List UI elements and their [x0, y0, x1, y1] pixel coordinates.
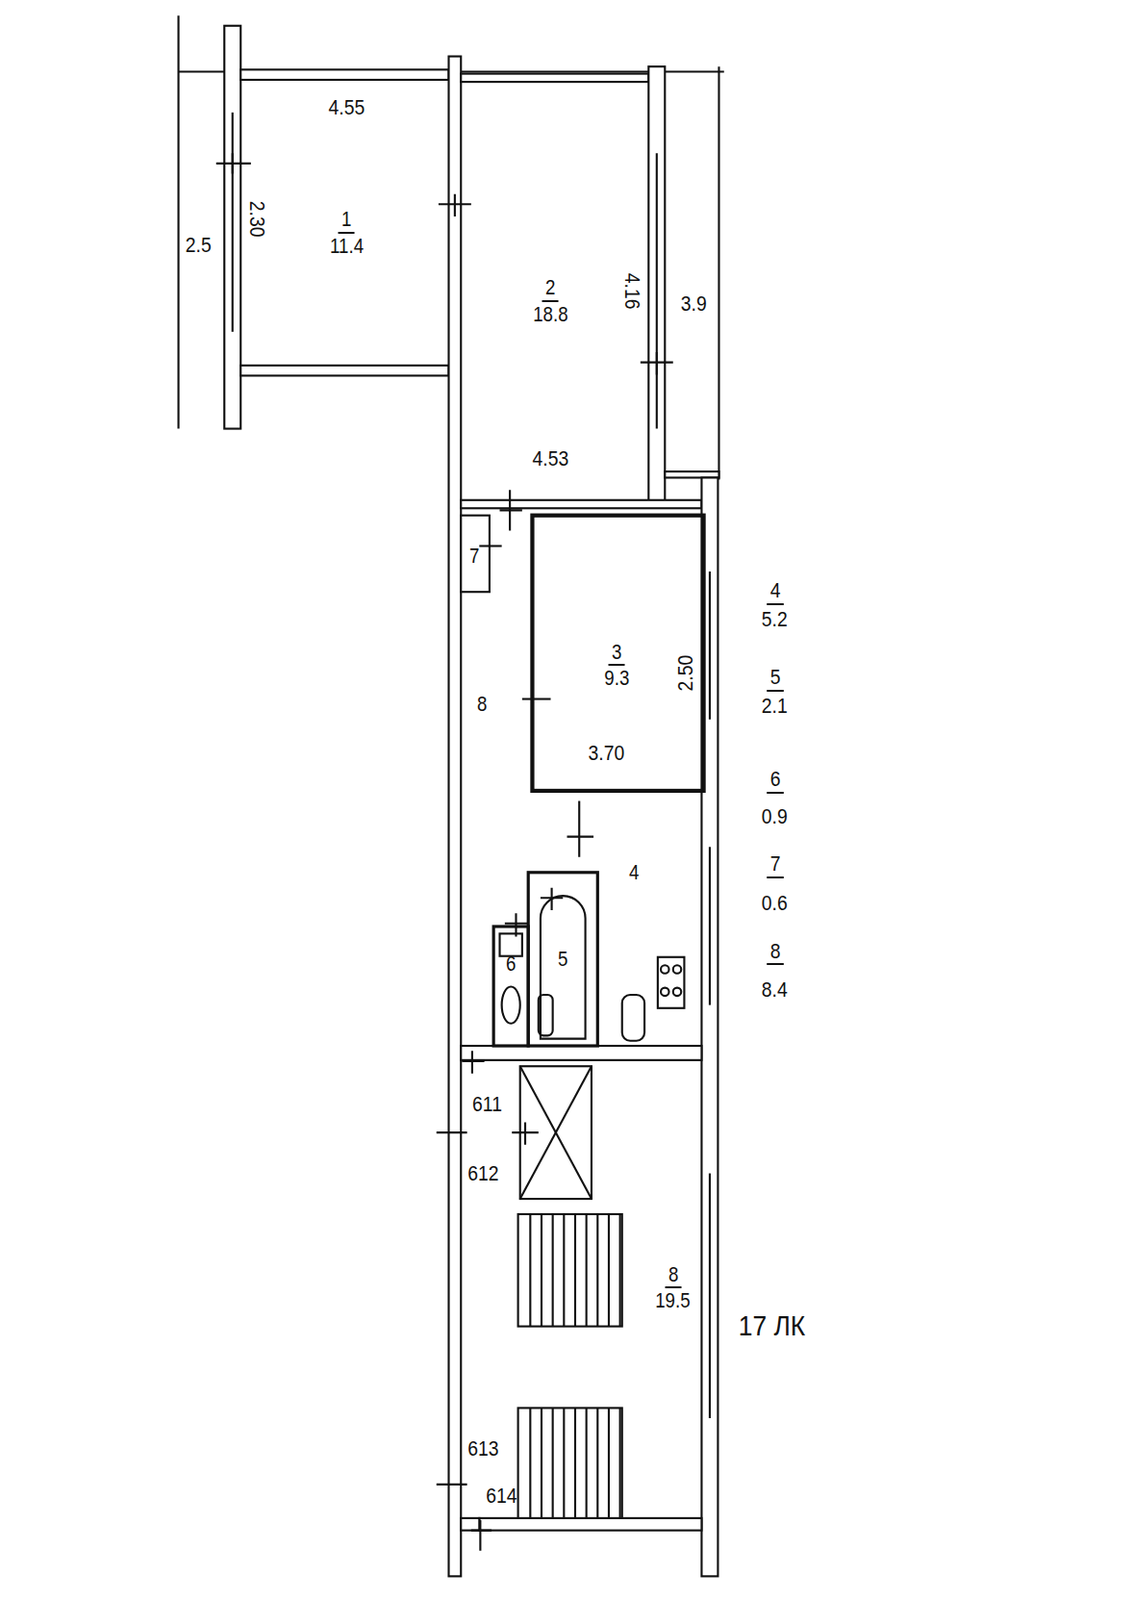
- callout-number: 613: [467, 1436, 499, 1461]
- dimension: 4.53: [532, 446, 570, 471]
- area-table-entry: 4: [766, 578, 784, 605]
- room-number: 8: [477, 691, 487, 716]
- stair-step: [585, 1407, 588, 1520]
- room: 6: [502, 949, 520, 978]
- stair-step: [619, 1213, 622, 1327]
- area-table-entry: 8.4: [761, 977, 788, 1002]
- stair-step: [540, 1407, 543, 1520]
- room-number: 6: [505, 951, 516, 976]
- stair-step: [529, 1213, 531, 1327]
- room-number: 1: [338, 206, 355, 233]
- room-number: 7: [469, 543, 479, 568]
- dimension: 3.70: [588, 740, 626, 765]
- dimension: 2.5: [185, 232, 212, 257]
- room: 7: [465, 541, 483, 570]
- stair-step: [562, 1213, 565, 1327]
- area-table-entry: 5: [766, 664, 784, 691]
- room: 5: [554, 944, 572, 973]
- dimension: 2.50: [673, 655, 698, 692]
- dimension: 4.16: [620, 272, 645, 309]
- area-table-entry: 2.1: [761, 693, 788, 718]
- room-area: 19.5: [655, 1287, 691, 1312]
- stair-step: [596, 1213, 599, 1327]
- room: 218.8: [527, 273, 575, 328]
- stair-step: [562, 1407, 565, 1520]
- dimension: 2.30: [245, 201, 270, 238]
- area-table-entry: 7: [766, 851, 784, 878]
- area-table-entry: 0.9: [761, 804, 788, 829]
- room: 111.4: [324, 204, 370, 260]
- callout-number: 17 ЛК: [738, 1309, 806, 1343]
- room-number: 8: [664, 1261, 681, 1288]
- room-number: 2: [542, 275, 559, 302]
- area-table-entry: 0.6: [761, 890, 788, 915]
- callout-number: 611: [472, 1091, 503, 1116]
- stair-step: [574, 1213, 577, 1327]
- callout-number: 614: [485, 1483, 517, 1508]
- room-number: 5: [557, 946, 568, 971]
- callout-number: 612: [467, 1160, 499, 1185]
- room-area: 9.3: [604, 665, 630, 690]
- room-number: 4: [629, 859, 639, 884]
- room: 39.3: [599, 637, 635, 693]
- stair-step: [596, 1407, 599, 1520]
- stair-step: [552, 1213, 555, 1327]
- stair-step: [607, 1407, 610, 1520]
- area-table-entry: 5.2: [761, 606, 788, 631]
- room-number: 3: [608, 639, 626, 666]
- stair-step: [552, 1407, 555, 1520]
- stair-step: [585, 1213, 588, 1327]
- area-table-entry: 8: [766, 938, 784, 965]
- stair-step: [574, 1407, 577, 1520]
- area-table-entry: 6: [766, 766, 784, 793]
- dimension: 3.9: [680, 291, 707, 316]
- room: 4: [625, 857, 643, 886]
- room-area: 18.8: [532, 302, 568, 327]
- room: 819.5: [649, 1260, 697, 1315]
- room: 8: [473, 689, 491, 718]
- stair-step: [529, 1407, 531, 1520]
- stair-step: [540, 1213, 543, 1327]
- stair-step: [619, 1407, 622, 1520]
- stair-step: [607, 1213, 610, 1327]
- room-area: 11.4: [329, 233, 364, 258]
- dimension: 4.55: [328, 95, 366, 120]
